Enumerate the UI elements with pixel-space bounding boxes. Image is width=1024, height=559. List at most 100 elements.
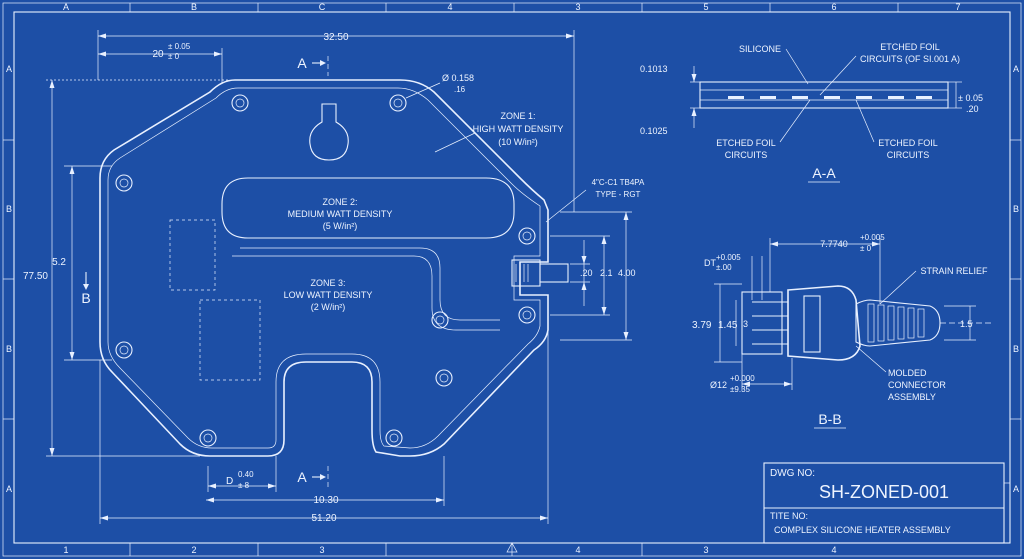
dim-left-overall: 77.50 xyxy=(23,271,48,282)
zone1-value: (10 W/in²) xyxy=(498,137,538,147)
zone2-desc: MEDIUM WATT DENSITY xyxy=(288,209,393,219)
aa-label-silicone: SILICONE xyxy=(739,44,781,54)
terminal-tab xyxy=(511,259,569,287)
dim-bottom-overall: 51.20 xyxy=(311,513,336,524)
bb-dim-bottom-tol-minus: ±9.35 xyxy=(730,385,751,394)
bb-dim-bottom-tol-plus: +0.000 xyxy=(730,374,755,383)
aa-label-etched-top-1: ETCHED FOIL xyxy=(880,42,940,52)
aa-label-etched-bl-1: ETCHED FOIL xyxy=(716,138,776,148)
bb-label-strain-relief: STRAIN RELIEF xyxy=(920,266,988,276)
section-mark-a-top: A xyxy=(297,55,307,71)
bb-dim-bottom: Ø12 xyxy=(710,380,727,390)
grid-col-label: 1 xyxy=(63,545,68,555)
grid-row-label: A xyxy=(6,64,12,74)
dim-tab-a: 2.1 xyxy=(600,268,613,278)
zone3-desc: LOW WATT DENSITY xyxy=(284,290,373,300)
bb-connector-body xyxy=(787,285,861,361)
dim-top-offset-tol-plus: ± 0.05 xyxy=(168,42,191,51)
zone2-title: ZONE 2: xyxy=(322,197,357,207)
bb-dim-dt-tol-minus: ±.00 xyxy=(716,263,732,272)
grid-ticks xyxy=(3,3,1021,556)
grid-col-label: A xyxy=(63,2,69,12)
bb-dim-top-tol-minus: ± 0 xyxy=(860,244,872,253)
dim-bottom-d-tol-plus: 0.40 xyxy=(238,470,254,479)
bb-label-molded-2: CONNECTOR xyxy=(888,380,946,390)
mounting-holes xyxy=(115,94,536,447)
dim-top-offset-tol-minus: ± 0 xyxy=(168,52,180,61)
bb-dim-top: 7.7740 xyxy=(820,239,848,249)
section-aa: 0.1013 0.1025 ± 0.05 .20 SILICONE ETCHED… xyxy=(640,42,983,183)
aa-label-etched-top-2: CIRCUITS (OF SI.001 A) xyxy=(860,54,960,64)
grid-row-label: A xyxy=(1013,64,1019,74)
section-mark-b: B xyxy=(81,290,90,306)
grid-col-label: 3 xyxy=(575,2,580,12)
grid-col-label: 6 xyxy=(831,2,836,12)
grid-col-label: 4 xyxy=(831,545,836,555)
zone3-value: (2 W/in²) xyxy=(311,302,346,312)
bb-dim-c: 3 xyxy=(743,319,748,329)
dim-bottom-mid: 10.30 xyxy=(313,495,338,506)
grid-row-label: B xyxy=(1013,344,1019,354)
aa-dim-right-2: .20 xyxy=(966,104,979,114)
aa-label-etched-br-2: CIRCUITS xyxy=(887,150,930,160)
section-markers: A A B xyxy=(81,55,329,488)
bb-label-molded-1: MOLDED xyxy=(888,368,927,378)
title-block-title-value: COMPLEX SILICONE HEATER ASSEMBLY xyxy=(774,525,951,535)
heater-plan-view xyxy=(99,79,569,457)
zone-labels: ZONE 1: HIGH WATT DENSITY (10 W/in²) ZON… xyxy=(284,111,645,312)
dim-tab-b: 4.00 xyxy=(618,268,636,278)
grid-col-label: 4 xyxy=(447,2,452,12)
section-bb: 7.7740 +0.005 ± 0 DT +0.005 ±.00 3.79 1.… xyxy=(692,233,992,429)
zone3-title: ZONE 3: xyxy=(310,278,345,288)
bb-dim-a: 3.79 xyxy=(692,320,712,331)
bb-dim-dt-tol-plus: +0.005 xyxy=(716,253,741,262)
grid-row-label: B xyxy=(1013,204,1019,214)
tab-callout: 4"C-C1 TB4PA xyxy=(592,178,645,187)
grid-row-label: B xyxy=(6,344,12,354)
aa-dim-right: ± 0.05 xyxy=(958,93,983,103)
keyhole-slot xyxy=(309,103,349,161)
dim-top-overall: 32.50 xyxy=(323,32,348,43)
grid-row-label: A xyxy=(1013,484,1019,494)
grid-col-label: 7 xyxy=(955,2,960,12)
grid-col-label: 4 xyxy=(575,545,580,555)
heater-outline xyxy=(99,79,549,457)
title-block-title-label: TITE NO: xyxy=(770,511,808,521)
grid-col-label: 5 xyxy=(703,2,708,12)
dim-top-offset: 20 xyxy=(152,49,164,60)
bb-dim-top-tol-plus: +0.005 xyxy=(860,233,885,242)
center-mark-icon xyxy=(506,542,518,556)
bb-dim-b: 1.45 xyxy=(718,320,738,331)
aa-section-title: A-A xyxy=(812,165,836,181)
title-block: DWG NO: SH-ZONED-001 TITE NO: COMPLEX SI… xyxy=(763,462,1010,544)
grid-col-label: 3 xyxy=(319,545,324,555)
aa-dim-bottom: 0.1025 xyxy=(640,126,668,136)
aa-label-etched-bl-2: CIRCUITS xyxy=(725,150,768,160)
bb-label-molded-3: ASSEMBLY xyxy=(888,392,936,402)
section-mark-a-bottom: A xyxy=(297,469,307,485)
dim-hole-dia: Ø 0.158 xyxy=(442,73,474,83)
title-block-dwg-number: SH-ZONED-001 xyxy=(819,482,949,502)
aa-label-etched-br-1: ETCHED FOIL xyxy=(878,138,938,148)
zone2-region xyxy=(221,177,515,239)
zone1-desc: HIGH WATT DENSITY xyxy=(473,124,564,134)
bb-dim-right: 1.5 xyxy=(960,319,973,329)
bb-section-title: B-B xyxy=(818,411,841,427)
title-block-dwg-label: DWG NO: xyxy=(770,468,815,479)
dim-bottom-d: D xyxy=(226,476,233,487)
dim-tab-small: .20 xyxy=(580,268,593,278)
grid-row-label: B xyxy=(6,204,12,214)
aa-dim-top: 0.1013 xyxy=(640,64,668,74)
grid-col-label: C xyxy=(319,2,326,12)
tab-callout-type: TYPE - RGT xyxy=(596,190,641,199)
grid-row-label: A xyxy=(6,484,12,494)
grid-col-label: 3 xyxy=(703,545,708,555)
dim-left-height: 5.2 xyxy=(52,257,66,268)
zone2-value: (5 W/in²) xyxy=(323,221,358,231)
zone1-title: ZONE 1: xyxy=(500,111,535,121)
bb-dim-dt: DT xyxy=(704,258,716,268)
dim-bottom-d-tol-minus: ± 8 xyxy=(238,481,250,490)
grid-col-label: B xyxy=(191,2,197,12)
